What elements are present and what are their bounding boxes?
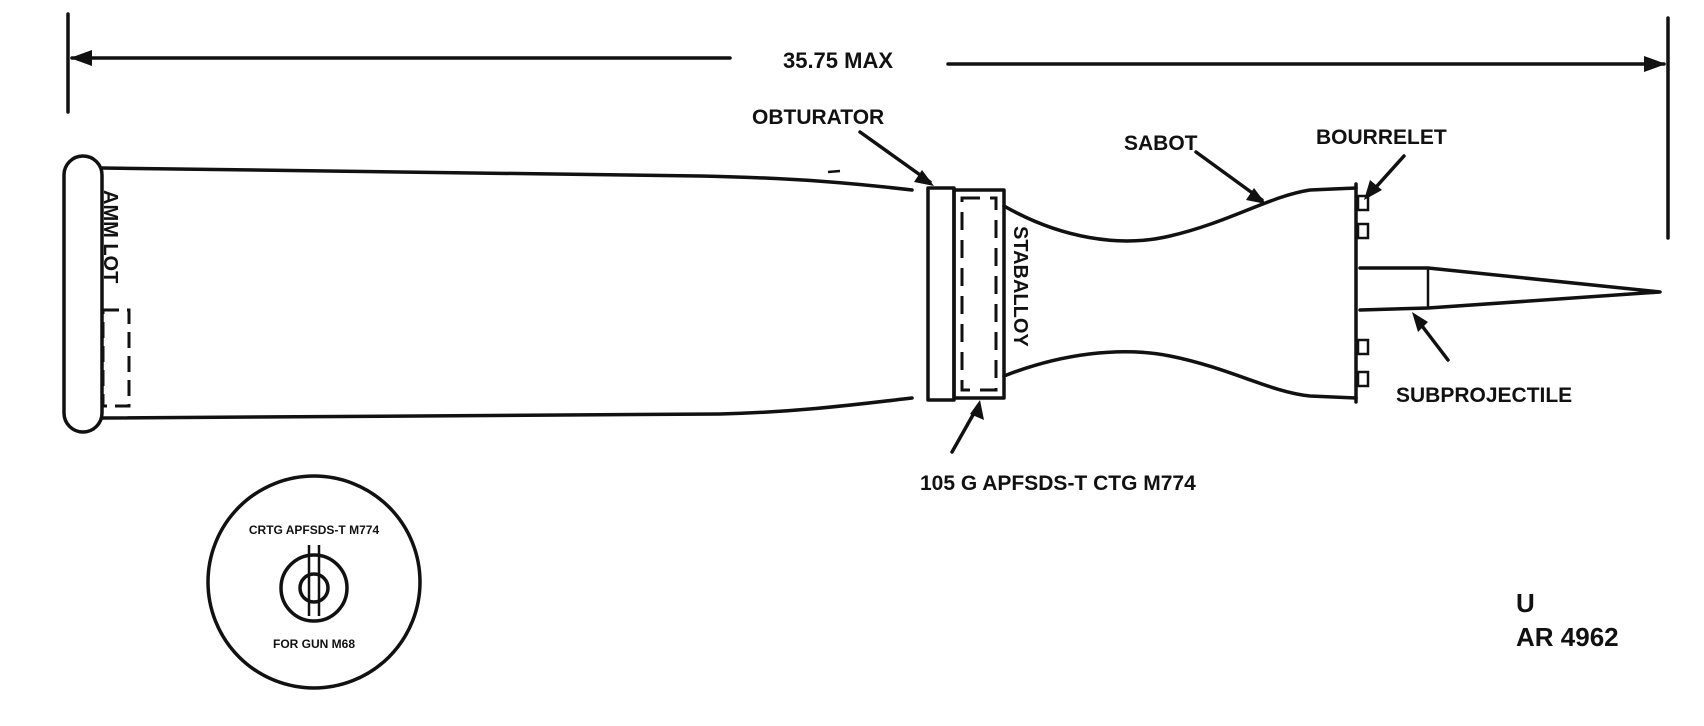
bourrelet-pad-3 <box>1356 338 1370 356</box>
amm-lot-box <box>101 308 131 408</box>
obturator-rect <box>926 186 956 402</box>
obturator-label: OBTURATOR <box>752 106 884 129</box>
bourrelet-label: BOURRELET <box>1316 126 1447 149</box>
primer-outer-ring <box>279 553 349 623</box>
sabot-top-curve <box>1002 186 1358 243</box>
dimension-arrow-right <box>1644 56 1666 72</box>
obturator-leader <box>858 130 932 184</box>
figure-code-u: U <box>1516 588 1535 618</box>
staballoy-core-dashed <box>960 196 998 392</box>
sabot-leader <box>1194 150 1264 202</box>
sabot-bottom-curve <box>1002 349 1358 400</box>
cartridge-case: AMM LOT <box>62 154 914 434</box>
bourrelet-pad-4 <box>1356 370 1370 388</box>
subprojectile-arrowhead <box>1412 312 1428 332</box>
case-mark <box>827 169 841 174</box>
bourrelet-pad-2 <box>1356 222 1370 240</box>
dimension-arrow-left <box>70 50 92 66</box>
overall-length-label: 35.75 MAX <box>783 48 893 73</box>
sabot-label: SABOT <box>1124 132 1198 155</box>
sabot-body <box>1002 182 1370 404</box>
staballoy-label: STABALLOY <box>1009 226 1031 347</box>
amm-lot-label: AMM LOT <box>99 190 121 283</box>
base-view-bottom-text: FOR GUN M68 <box>273 637 355 651</box>
case-top-edge <box>100 166 914 192</box>
base-view-circle <box>206 474 422 690</box>
marking-arrowhead <box>970 400 984 420</box>
callout-leaders <box>858 130 1450 454</box>
figure-code-ar: AR 4962 <box>1516 622 1619 652</box>
bourrelet-arrowhead <box>1364 180 1382 200</box>
bourrelet-pad-1 <box>1356 194 1370 212</box>
subprojectile-label: SUBPROJECTILE <box>1396 384 1572 407</box>
case-base-rim <box>62 154 104 434</box>
subprojectile <box>1358 266 1662 312</box>
marking-label: 105 G APFSDS-T CTG M774 <box>920 472 1196 495</box>
obturator-arrowhead <box>914 170 934 186</box>
subprojectile-outline <box>1358 266 1662 312</box>
base-view-top-text: CRTG APFSDS-T M774 <box>249 523 380 537</box>
overall-dimension: 35.75 MAX <box>66 12 1670 240</box>
staballoy-section <box>952 188 1006 400</box>
primer-center <box>298 572 330 604</box>
base-view: CRTG APFSDS-T M774 FOR GUN M68 <box>206 474 422 690</box>
sabot-arrowhead <box>1246 188 1266 204</box>
case-bottom-edge <box>100 396 914 420</box>
obturator-band: STABALLOY <box>926 186 1031 402</box>
